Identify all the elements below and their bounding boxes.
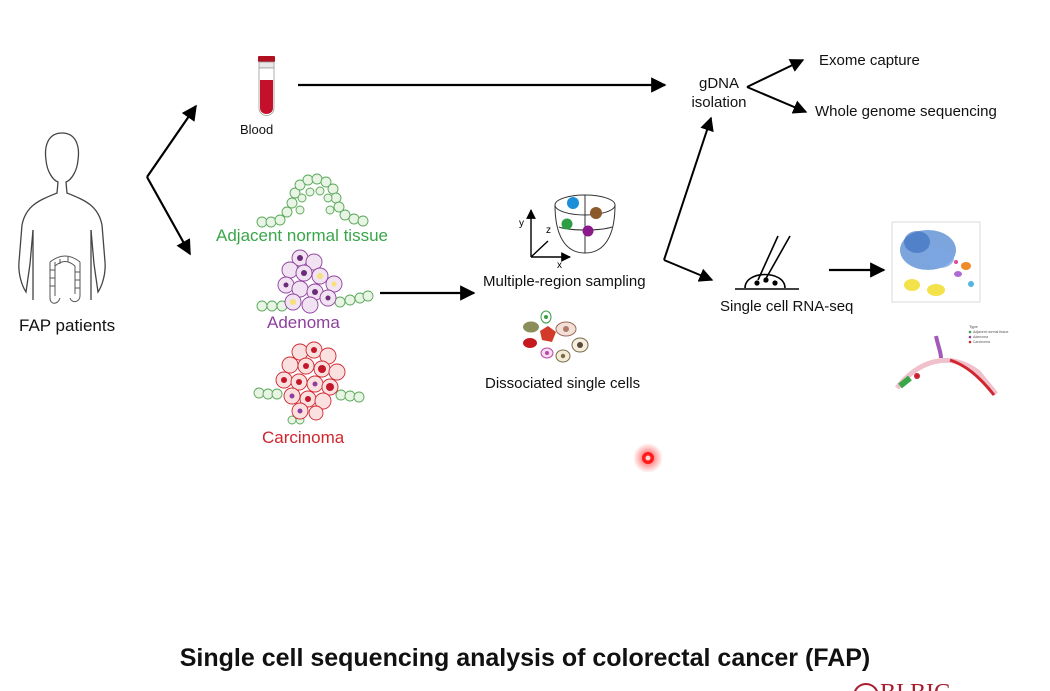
multiple-region-label: Multiple-region sampling — [483, 273, 646, 290]
logo-text: BI BIG — [880, 680, 951, 691]
carcinoma-tissue-icon — [253, 341, 365, 425]
fap-patients-label: FAP patients — [19, 316, 116, 335]
dissociated-cells-label: Dissociated single cells — [485, 375, 641, 392]
scrna-seq-label: Single cell RNA-seq — [720, 298, 854, 315]
dissociated-cells-icon — [523, 310, 589, 363]
arrows-sampling — [663, 116, 714, 282]
laser-pointer-icon — [633, 443, 663, 473]
whole-genome-label: Whole genome sequencing — [815, 103, 997, 120]
trajectory-plot-icon: Type Adjacent normal tissue Adenoma Carc… — [895, 324, 1009, 396]
blood-tube-icon — [258, 56, 275, 116]
institution-logo: BI BIG — [854, 680, 951, 691]
adjacent-normal-label: Adjacent normal tissue — [216, 226, 388, 245]
arrows-gdna — [746, 59, 808, 114]
legend-item-adenoma: Adenoma — [973, 335, 988, 339]
legend-item-normal: Adjacent normal tissue — [973, 330, 1008, 334]
slide-title: Single cell sequencing analysis of color… — [179, 644, 871, 672]
legend-title: Type — [969, 324, 978, 329]
pipette-icon — [735, 235, 799, 290]
colon-icon — [49, 255, 81, 304]
exome-capture-label: Exome capture — [819, 52, 920, 69]
tsne-plot-icon — [891, 221, 981, 303]
normal-tissue-icon — [256, 173, 369, 228]
adenoma-tissue-icon — [256, 249, 374, 314]
adenoma-label: Adenoma — [267, 313, 340, 332]
legend-item-carcinoma: Carcinoma — [973, 340, 990, 344]
arrows-patient — [146, 104, 197, 256]
axis-y-label: y — [519, 218, 524, 229]
gdna-isolation-label: gDNA isolation — [691, 75, 747, 111]
human-silhouette-icon — [18, 132, 106, 304]
blood-label: Blood — [240, 122, 274, 137]
sampling-3d-icon: y x z — [519, 194, 616, 271]
axis-z-label: z — [546, 225, 551, 236]
carcinoma-label: Carcinoma — [262, 428, 345, 447]
axis-x-label: x — [557, 260, 562, 271]
